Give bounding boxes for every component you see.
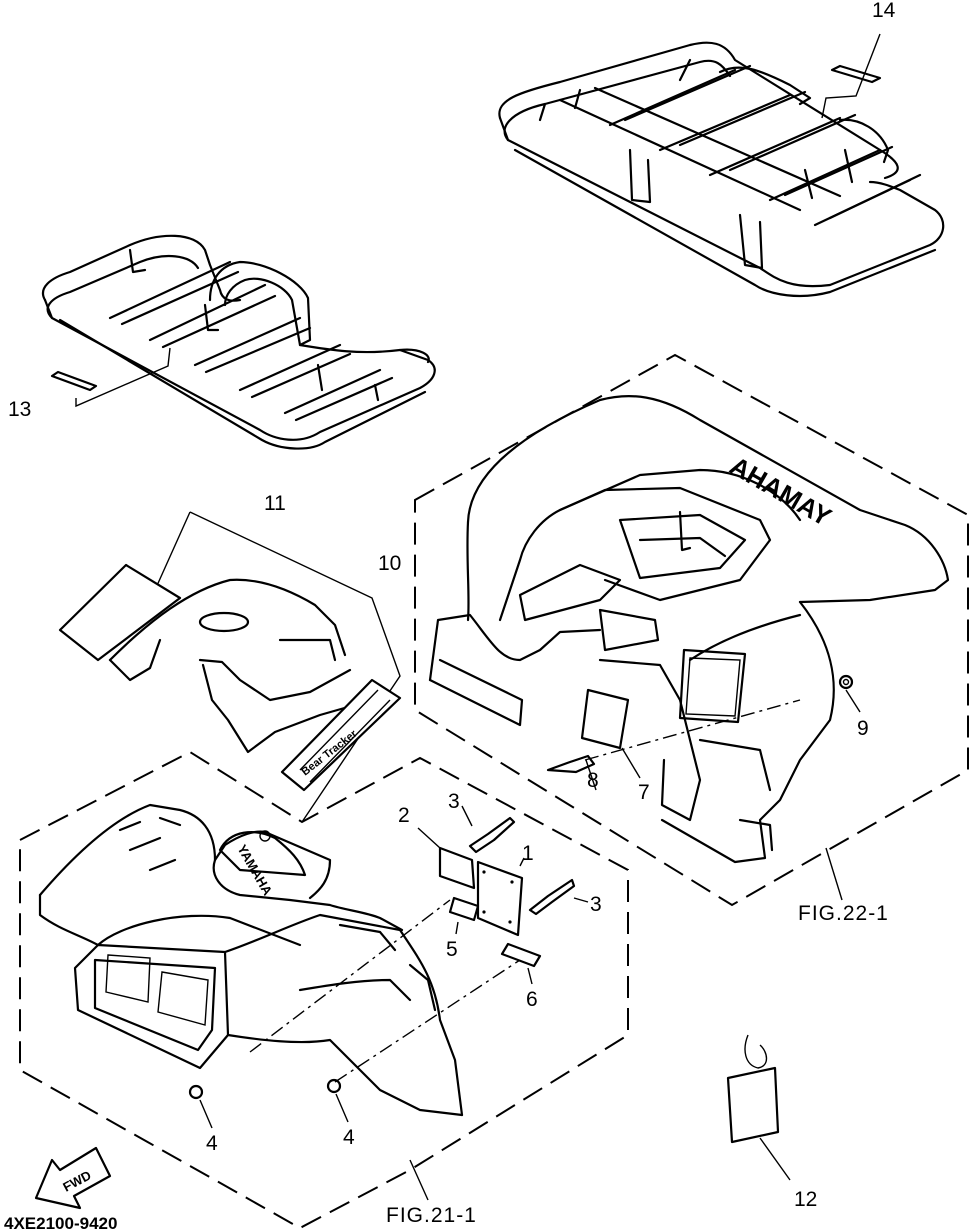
warning-tag-12 xyxy=(726,1034,791,1181)
callout-10: 10 xyxy=(378,552,401,575)
callout-13: 13 xyxy=(8,398,31,421)
callout-1: 1 xyxy=(522,842,534,865)
rivet-8 xyxy=(546,754,596,774)
front-labels: Bear Tracker xyxy=(58,511,402,823)
decal-14 xyxy=(821,33,882,119)
callout-14: 14 xyxy=(872,0,896,22)
fig-ref-rear: FIG.22-1 xyxy=(798,902,889,925)
label-5 xyxy=(448,896,480,922)
callout-12: 12 xyxy=(794,1188,817,1211)
rear-fender-brand: YAMAHA xyxy=(725,450,837,532)
decal-13 xyxy=(50,347,171,408)
diagram-code: 4XE2100-9420 xyxy=(4,1214,117,1232)
callout-7: 7 xyxy=(638,781,650,804)
callout-3a: 3 xyxy=(448,790,460,813)
front-fender: YAMAHA xyxy=(38,803,521,1129)
washer-9 xyxy=(838,674,854,690)
callout-8: 8 xyxy=(587,769,599,792)
callout-3b: 3 xyxy=(590,893,602,916)
callout-11: 11 xyxy=(264,492,286,515)
front-fender-group-outline xyxy=(19,750,629,1230)
fwd-arrow: FWD xyxy=(34,1146,112,1210)
washer-4b xyxy=(326,1078,342,1094)
washer-4a xyxy=(188,1084,204,1100)
callout-2: 2 xyxy=(398,804,410,827)
reflector-7 xyxy=(580,688,630,750)
fig-ref-front: FIG.21-1 xyxy=(386,1204,477,1227)
rear-fender: YAMAHA xyxy=(428,395,950,864)
callout-4a: 4 xyxy=(206,1132,218,1155)
callout-5: 5 xyxy=(446,938,458,961)
rear-fender-parts xyxy=(546,674,861,791)
front-fender-parts xyxy=(417,805,589,985)
callout-9: 9 xyxy=(857,717,869,740)
front-carrier xyxy=(42,234,436,450)
callout-4b: 4 xyxy=(343,1126,355,1149)
bolt-3b xyxy=(528,878,576,916)
rear-carrier xyxy=(498,41,945,298)
label-6 xyxy=(500,942,542,968)
plate-1 xyxy=(476,860,524,937)
rear-fender-group-outline xyxy=(414,353,969,907)
plate-2 xyxy=(438,846,476,890)
callout-6: 6 xyxy=(526,988,538,1011)
bolt-3a xyxy=(468,816,516,854)
